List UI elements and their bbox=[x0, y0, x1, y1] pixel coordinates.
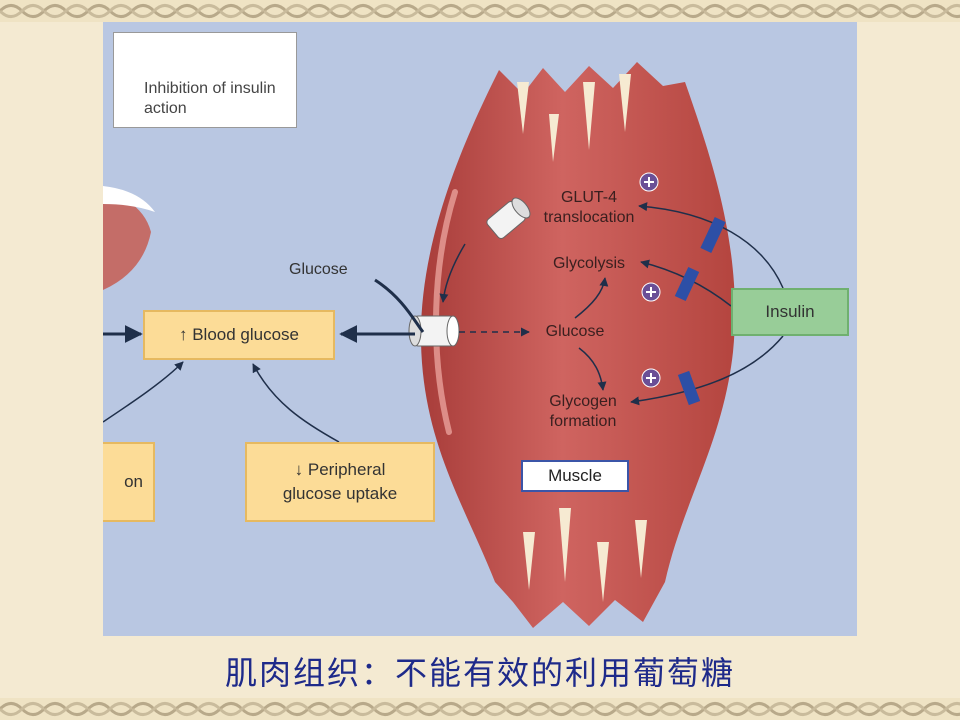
fiber-slit bbox=[619, 74, 631, 132]
peripheral-uptake-label: ↓ Peripheral glucose uptake bbox=[282, 460, 398, 503]
arrow-left-to-blood bbox=[103, 361, 184, 423]
membrane-transporter bbox=[408, 315, 460, 347]
legend-label: Inhibition of insulin action bbox=[144, 80, 276, 117]
glycolysis-label: Glycolysis bbox=[552, 255, 625, 272]
plus-icon bbox=[639, 172, 659, 192]
insulin-box: Insulin bbox=[731, 288, 849, 336]
plus-icon bbox=[641, 282, 661, 302]
glut4-vesicle bbox=[486, 197, 531, 239]
arrow-glucose-in bbox=[374, 278, 425, 333]
left-partial-label: on bbox=[124, 472, 143, 491]
glucose-input-label: Glucose bbox=[289, 261, 348, 278]
glut4-label: GLUT-4 translocation bbox=[543, 189, 635, 226]
blood-glucose-label: ↑ Blood glucose bbox=[178, 325, 300, 344]
fiber-slit bbox=[549, 114, 559, 162]
arrow-vesicle-to-membrane bbox=[439, 243, 466, 303]
legend-box: Inhibition of insulin action bbox=[113, 32, 297, 128]
organ-edge bbox=[103, 190, 151, 290]
fiber-slit bbox=[583, 82, 595, 150]
bottom-border-pattern bbox=[0, 698, 960, 720]
arrow-glucose-to-glycolysis bbox=[574, 277, 609, 319]
fiber-slit bbox=[517, 82, 529, 134]
fiber-slit bbox=[635, 520, 647, 578]
organ-edge-highlight bbox=[103, 186, 155, 212]
arrow-insulin-to-glut4 bbox=[638, 202, 784, 289]
inhibitor-bar-glut4 bbox=[700, 217, 726, 253]
arrow-insulin-to-glycogen bbox=[630, 335, 784, 406]
muscle-body bbox=[420, 62, 735, 628]
blood-glucose-box: ↑ Blood glucose bbox=[143, 310, 335, 360]
arrow-peripheral-to-blood bbox=[252, 363, 340, 443]
glycogen-label: Glycogen formation bbox=[549, 393, 617, 430]
inhibitor-bar-glycogen bbox=[677, 370, 701, 406]
plus-icon bbox=[641, 368, 661, 388]
fiber-slit bbox=[559, 508, 571, 582]
left-partial-box: on bbox=[103, 442, 155, 522]
fiber-slit bbox=[523, 532, 535, 590]
insulin-label: Insulin bbox=[765, 302, 815, 321]
muscle-label: Muscle bbox=[548, 466, 602, 485]
slide-caption: 肌肉组织：不能有效的利用葡萄糖 bbox=[224, 654, 735, 692]
arrow-glucose-to-glycogen bbox=[578, 347, 607, 391]
muscle-label-box: Muscle bbox=[521, 460, 629, 492]
peripheral-uptake-box: ↓ Peripheral glucose uptake bbox=[245, 442, 435, 522]
diagram-panel: Inhibition of insulin action Glucose ↑ B… bbox=[103, 22, 857, 636]
muscle-highlight bbox=[433, 189, 458, 435]
glucose-inner-label: Glucose bbox=[545, 323, 605, 340]
top-border-pattern bbox=[0, 0, 960, 22]
diagram-graphics bbox=[103, 44, 784, 628]
inhibitor-bar-glycolysis bbox=[674, 266, 700, 302]
fiber-slit bbox=[597, 542, 609, 602]
